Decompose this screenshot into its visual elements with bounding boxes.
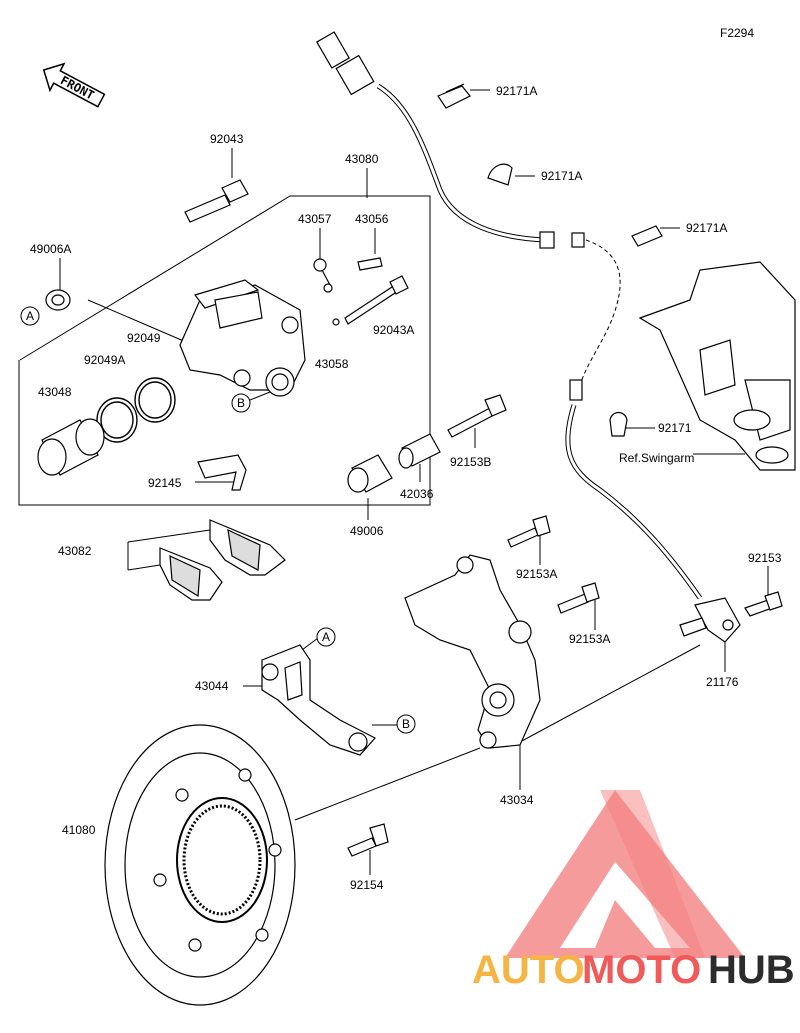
label-49006a: 49006A (30, 242, 71, 256)
cable-clamp-92171a (437, 83, 663, 437)
bleeder-valve (313, 257, 383, 293)
label-92043: 92043 (210, 132, 244, 146)
label-21176: 21176 (706, 675, 739, 689)
brake-disc-41080 (104, 724, 296, 1006)
label-92153b: 92153B (450, 455, 491, 469)
callout-markers: A B A B (20, 306, 416, 734)
label-92049: 92049 (127, 331, 161, 345)
label-92153a-2: 92153A (569, 632, 610, 646)
swingarm-reference (638, 261, 796, 471)
front-direction-arrow: FRONT (42, 62, 106, 108)
label-43034: 43034 (500, 793, 534, 807)
label-92171a-1: 92171A (496, 84, 537, 98)
label-92154: 92154 (350, 878, 384, 892)
brake-caliper (179, 279, 306, 397)
callout-b-caliper: B (237, 396, 245, 410)
leader-lines (18, 89, 769, 875)
watermark-hub: HUB (708, 948, 795, 992)
label-92153: 92153 (748, 551, 782, 565)
piston-43048 (37, 418, 105, 476)
automotohub-watermark-text: AUTO MOTO HUB (472, 948, 795, 992)
label-43080: 43080 (345, 152, 379, 166)
part-labels: F2294 92171A 92171A 92171A 92171 Ref.Swi… (30, 26, 782, 892)
callout-a-left: A (26, 309, 34, 323)
ref-swingarm-label: Ref.Swingarm (619, 451, 694, 465)
watermark-auto: AUTO (472, 948, 585, 992)
label-49006: 49006 (350, 524, 384, 538)
front-label: FRONT (58, 73, 96, 102)
brake-pads-43082 (159, 519, 286, 601)
label-43048: 43048 (38, 385, 72, 399)
label-43044: 43044 (195, 679, 229, 693)
boot-49006a (45, 289, 71, 311)
label-92043a: 92043A (373, 323, 414, 337)
bolts-92153a (507, 515, 600, 614)
label-92171: 92171 (658, 421, 692, 435)
caliper-bracket-43044 (261, 644, 376, 756)
caliper-bolt-assembly (347, 394, 507, 493)
abs-sensor-cable (316, 31, 703, 600)
label-43057: 43057 (298, 212, 332, 226)
label-41080: 41080 (62, 823, 96, 837)
label-92049a: 92049A (84, 353, 125, 367)
slide-pin-92043a (332, 275, 409, 326)
label-43058: 43058 (315, 357, 349, 371)
label-92171a-2: 92171A (541, 169, 582, 183)
automotohub-logo (505, 790, 745, 958)
disc-bolt-92154 (347, 823, 389, 857)
label-43082: 43082 (58, 544, 92, 558)
label-92171a-3: 92171A (686, 221, 727, 235)
callout-b-bracket: B (402, 717, 410, 731)
bolt-92043 (184, 179, 249, 223)
label-92153a-1: 92153A (516, 567, 557, 581)
pad-spring-92145 (197, 454, 247, 491)
callout-a-bracket: A (322, 630, 330, 644)
label-42036: 42036 (400, 487, 434, 501)
piston-seals (96, 377, 176, 443)
label-43056: 43056 (355, 212, 389, 226)
bracket-43034 (404, 554, 541, 749)
watermark-moto: MOTO (582, 948, 701, 992)
figure-code: F2294 (720, 26, 754, 40)
abs-sensor-21176 (679, 591, 783, 643)
label-92145: 92145 (148, 476, 182, 490)
